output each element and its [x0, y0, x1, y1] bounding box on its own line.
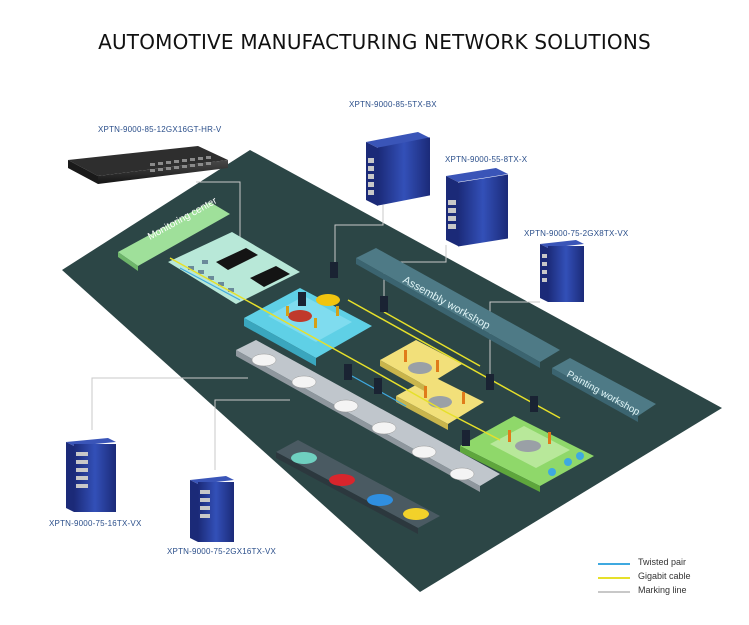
- switch-5tx-label: XPTN-9000-85-5TX-BX: [349, 100, 437, 109]
- legend-item-gigabit-cable: Gigabit cable: [598, 571, 738, 585]
- switch-2gx16tx-label: XPTN-9000-75-2GX16TX-VX: [167, 547, 277, 556]
- field-switches: [298, 262, 538, 446]
- legend: Twisted pair Gigabit cable Marking line: [598, 557, 738, 599]
- switch-2gx8tx-label: XPTN-9000-75-2GX8TX-VX: [524, 229, 629, 238]
- control-platform: [244, 288, 372, 366]
- switch-16tx-device: [66, 438, 116, 512]
- switch-2gx8tx-device: [540, 240, 584, 302]
- switch-8tx-label: XPTN-9000-55-8TX-X: [445, 155, 528, 164]
- legend-item-twisted-pair: Twisted pair: [598, 557, 738, 571]
- gigabit-cable-swatch: [598, 577, 630, 579]
- page-title: AUTOMOTIVE MANUFACTURING NETWORK SOLUTIO…: [98, 30, 651, 54]
- rack-switch-label: XPTN-9000-85-12GX16GT-HR-V: [98, 125, 222, 134]
- parking-lot: [276, 440, 440, 534]
- legend-label: Twisted pair: [638, 557, 687, 567]
- painting-platform: [460, 416, 594, 492]
- marking-lines: [91, 181, 540, 470]
- track-cars: [251, 353, 475, 481]
- switch-2gx16tx-device: [190, 476, 234, 542]
- switch-16tx-label: XPTN-9000-75-16TX-VX: [49, 519, 142, 528]
- legend-label: Marking line: [638, 585, 687, 595]
- gigabit-cables: [169, 257, 561, 441]
- twisted-pair-swatch: [598, 563, 630, 565]
- legend-label: Gigabit cable: [638, 571, 691, 581]
- marking-line-swatch: [598, 591, 630, 593]
- rack-switch-device: [68, 146, 228, 184]
- assembly-platform: [380, 340, 484, 430]
- legend-item-marking-line: Marking line: [598, 585, 738, 599]
- switch-8tx-device: [446, 168, 508, 247]
- monitoring-room: [168, 232, 300, 304]
- switch-5tx-device: [366, 132, 430, 206]
